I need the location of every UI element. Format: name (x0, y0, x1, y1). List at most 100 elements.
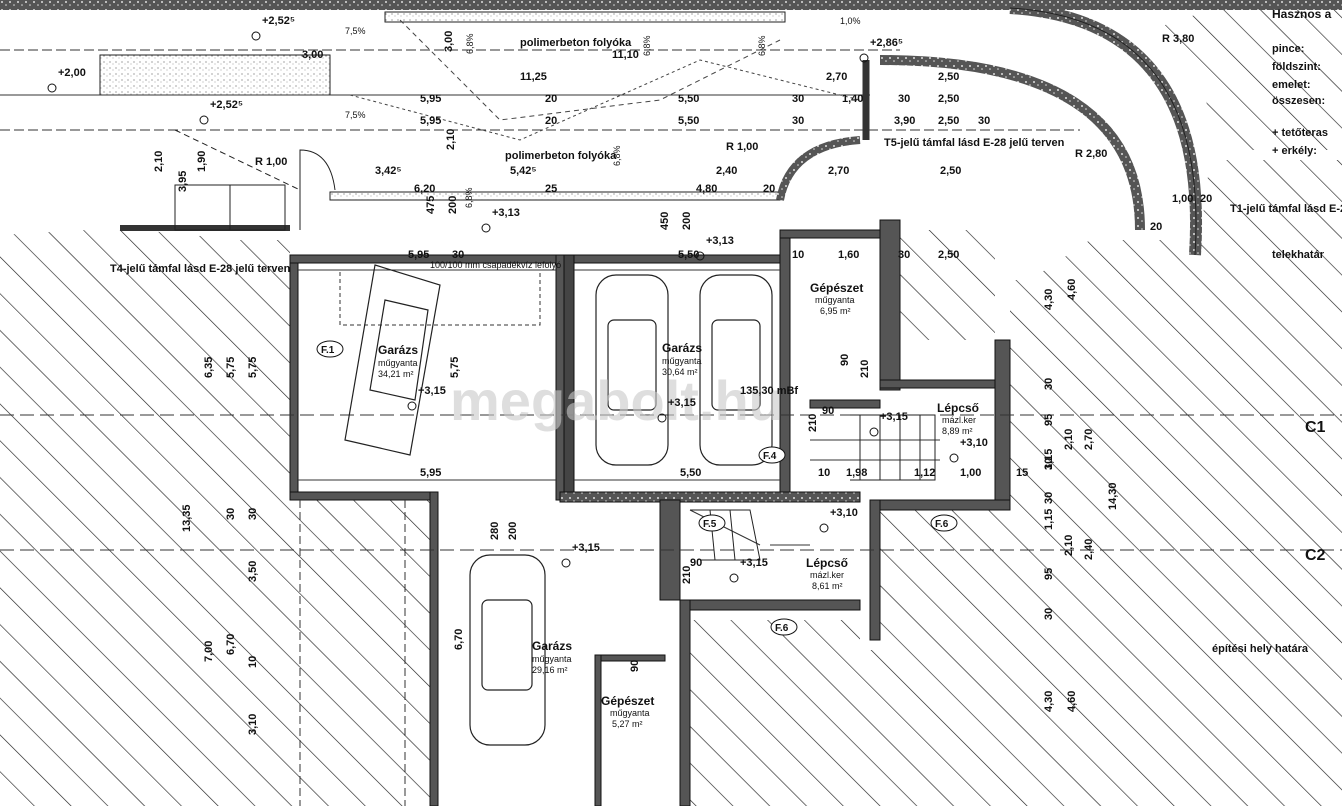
dimension-label: 4,30 (1043, 289, 1055, 310)
room-name: Gépészet (601, 694, 654, 708)
level-value: +3,15 (740, 557, 768, 569)
level-symbol-icon (47, 83, 57, 93)
room-garazs-2: Garázs műgyanta 30,64 m² (662, 341, 702, 377)
dimension-label: 95 (1043, 414, 1055, 426)
dimension-label: 1,60 (838, 249, 859, 261)
room-gepeszet-1: Gépészet műgyanta 6,95 m² (810, 281, 863, 316)
level-marker: +3,15 (657, 397, 696, 423)
slope-label: 6,8% (612, 145, 622, 166)
level-symbol-icon (859, 53, 869, 63)
note-csapadek: 100/100 mm csapadékvíz lefolyó (430, 260, 561, 270)
level-value: +3,10 (960, 437, 988, 449)
dimension-label: 30 (225, 508, 237, 520)
dimension-label: 5,50 (678, 93, 699, 105)
level-value: +2,00 (58, 67, 86, 79)
level-marker: +3,15 (561, 542, 600, 568)
dimension-label: 5,50 (678, 115, 699, 127)
level-value: +3,15 (572, 542, 600, 554)
dimension-label: 2,10 (1063, 429, 1075, 450)
dimension-label: 90 (822, 405, 834, 417)
dimension-label: 200 (681, 212, 693, 230)
section-tag: F.6 (770, 618, 798, 636)
dimension-label: 2,70 (826, 71, 847, 83)
dimension-label: 10 (818, 467, 830, 479)
section-tag-label: F.6 (775, 623, 789, 634)
dimension-label: 1,00 (960, 467, 981, 479)
dimension-label: 2,50 (938, 71, 959, 83)
room-name: Lépcső (806, 556, 848, 570)
dimension-label: 135,30 mBf (740, 385, 798, 397)
dimension-label: 1,40 (842, 93, 863, 105)
dimension-label: 30 (1043, 608, 1055, 620)
grid-marker-c1: C1 (1305, 419, 1326, 436)
level-symbol-icon (657, 413, 667, 423)
summary-title: Hasznos a (1272, 7, 1332, 21)
summary-foldszint: földszint: (1272, 61, 1321, 73)
dimension-label: 90 (629, 660, 641, 672)
interior-lines (0, 269, 1342, 806)
dimension-label: 1,90 (196, 151, 208, 172)
room-lepcso-2: Lépcső mázl.ker 8,61 m² (806, 556, 848, 591)
level-marker: +3,10 (949, 437, 988, 463)
dimension-label: 20 (545, 115, 557, 127)
level-value: +3,15 (880, 411, 908, 423)
section-tag: F.1 (316, 340, 344, 358)
dimension-label: 5,95 (420, 115, 441, 127)
driveway (0, 0, 1342, 256)
slope-label: 6,8% (465, 33, 475, 54)
room-name: Garázs (662, 341, 702, 355)
note-t4: T4-jelű támfal lásd E-28 jelű terven (110, 263, 291, 275)
room-area: 8,61 m² (812, 581, 843, 591)
area-summary: Hasznos a pince: földszint: emelet: össz… (1272, 7, 1332, 157)
dimension-label: 1,12 (914, 467, 935, 479)
dimension-label: 5,95 (420, 467, 441, 479)
dimension-label: 2,40 (716, 165, 737, 177)
dimension-label: 5,95 (420, 93, 441, 105)
level-marker: +2,86⁵ (859, 37, 903, 63)
level-symbol-icon (869, 427, 879, 437)
dimension-label: 20 (1150, 221, 1162, 233)
level-marker: +3,15 (869, 411, 908, 437)
slope-label: 1,0% (840, 16, 861, 26)
dimension-label: 5,50 (678, 249, 699, 261)
dimension-label: 3,00 (443, 31, 455, 52)
room-area: 30,64 m² (662, 367, 698, 377)
watermark: megabolt.hu (450, 369, 783, 432)
level-marker: +3,13 (481, 207, 520, 233)
dimension-label: 2,50 (938, 93, 959, 105)
dimension-label: 3,00 (302, 49, 323, 61)
dimension-label: 2,40 (1083, 539, 1095, 560)
dimension-label: 5,75 (449, 357, 461, 378)
dimension-label: 7,00 (203, 641, 215, 662)
room-area: 5,27 m² (612, 719, 643, 729)
dimension-label: 2,70 (1083, 429, 1095, 450)
room-name: Garázs (378, 343, 418, 357)
room-name: Garázs (532, 639, 572, 653)
dimension-label: 10 (792, 249, 804, 261)
dimension-label: 25 (545, 183, 557, 195)
dimension-label: 475 (425, 196, 437, 214)
dimension-label: 210 (807, 414, 819, 432)
note-epitesi: építési hely határa (1212, 643, 1309, 655)
dimension-label: 6,70 (453, 629, 465, 650)
dimension-label: 10 (247, 656, 259, 668)
level-marker: +3,10 (819, 507, 858, 533)
dimension-label: 2,10 (153, 151, 165, 172)
note-polimerbeton-mid: polimerbeton folyóka (505, 150, 617, 162)
dimension-label: 30 (898, 93, 910, 105)
level-marker: +3,15 (729, 557, 768, 583)
level-symbol-icon (561, 558, 571, 568)
level-symbol-icon (251, 31, 261, 41)
slope-label: 7,5% (345, 110, 366, 120)
radius-label: R 1,00 (255, 156, 287, 168)
dimension-label: 30 (978, 115, 990, 127)
dimension-label: 4,60 (1066, 691, 1078, 712)
dimension-label: 30 (792, 93, 804, 105)
section-tag-label: F.1 (321, 345, 335, 356)
dimension-label: 20 (545, 93, 557, 105)
radius-label: R 3,80 (1162, 33, 1194, 45)
section-tag: F.4 (758, 446, 786, 464)
room-name: Lépcső (937, 401, 979, 415)
